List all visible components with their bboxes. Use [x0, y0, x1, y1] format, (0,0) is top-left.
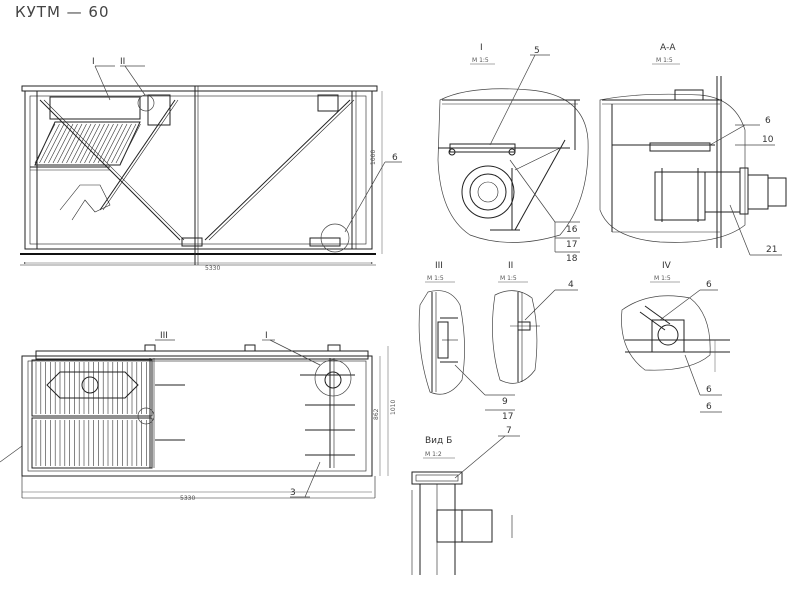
detail-II: II М 1:5 4: [492, 261, 578, 384]
tag-17: 17: [566, 240, 577, 250]
hatch-line: [61, 123, 83, 164]
tag-3: 3: [290, 488, 296, 498]
svg-text:1000: 1000: [370, 150, 377, 165]
svg-text:М 1:5: М 1:5: [654, 275, 671, 282]
hatch-line: [70, 123, 92, 164]
svg-text:Вид Б: Вид Б: [425, 436, 452, 446]
tag-6-front: 6: [392, 153, 398, 163]
callout-II: II: [120, 57, 125, 67]
hatch-line: [39, 123, 60, 164]
svg-text:М 1:5: М 1:5: [656, 57, 673, 64]
hatch-line: [48, 123, 69, 164]
svg-text:II: II: [508, 261, 513, 271]
tag-6-IV-a: 6: [706, 280, 712, 290]
hatch-line: [102, 123, 123, 164]
hatch-line: [52, 123, 74, 164]
hatch-line: [84, 123, 105, 164]
callout-III: III: [160, 331, 168, 341]
svg-text:5330: 5330: [205, 265, 220, 272]
hatch-line: [120, 123, 141, 164]
hatch-line: [66, 123, 87, 164]
tag-5: 5: [534, 46, 540, 56]
svg-text:М 1:2: М 1:2: [425, 451, 442, 458]
drawing-title: КУТМ — 60: [15, 3, 110, 21]
svg-text:М 1:5: М 1:5: [472, 57, 489, 64]
tag-6-IV-c: 6: [706, 402, 712, 412]
view-B: Вид Б М 1:2 7: [411, 426, 520, 575]
detail-III: III М 1:5 9 17: [418, 261, 515, 422]
hatch-line: [57, 123, 78, 164]
tag-17-III: 17: [502, 412, 513, 422]
tag-18: 18: [566, 254, 578, 264]
callout-I-plan: I: [265, 331, 268, 341]
hatch-line: [43, 123, 65, 164]
callout-circle-I-plan: [314, 359, 352, 397]
svg-text:М 1:5: М 1:5: [500, 275, 517, 282]
tag-6-AA: 6: [765, 116, 771, 126]
hatch-line: [88, 123, 110, 164]
tag-4: 4: [568, 280, 574, 290]
hatch-line: [34, 123, 56, 164]
svg-text:5330: 5330: [180, 495, 195, 502]
tag-9: 9: [502, 397, 508, 407]
svg-text:I: I: [480, 43, 483, 53]
svg-text:М 1:5: М 1:5: [427, 275, 444, 282]
hatch-line: [106, 123, 128, 164]
callout-circle-6: [320, 223, 350, 253]
svg-text:IV: IV: [662, 261, 672, 271]
svg-text:1010: 1010: [390, 400, 397, 415]
svg-text:862: 862: [373, 408, 380, 420]
tag-16: 16: [566, 225, 578, 235]
detail-I: I М 1:5 5 16 17 18: [437, 43, 589, 264]
detail-IV: IV М 1:5 6 6 6: [621, 261, 730, 413]
callout-circle-II: [137, 94, 155, 112]
tag-7: 7: [506, 426, 512, 436]
plan-view: 5330 862 1010 III I 3: [0, 331, 397, 502]
hatch-line: [97, 123, 119, 164]
tag-10: 10: [762, 135, 774, 145]
front-view: 5330 1000 I II 6: [20, 57, 402, 272]
hatch-line: [115, 123, 137, 164]
hatch-line: [75, 123, 96, 164]
hatch-line: [111, 123, 132, 164]
svg-text:А-А: А-А: [660, 43, 676, 53]
section-AA: А-А М 1:5 6 10 21: [599, 43, 787, 256]
heat-exchanger-hatch: [34, 121, 141, 166]
hatch-line: [79, 123, 101, 164]
tag-21: 21: [766, 245, 777, 255]
tag-6-IV-b: 6: [706, 385, 712, 395]
svg-text:III: III: [435, 261, 443, 271]
callout-I: I: [92, 57, 95, 67]
